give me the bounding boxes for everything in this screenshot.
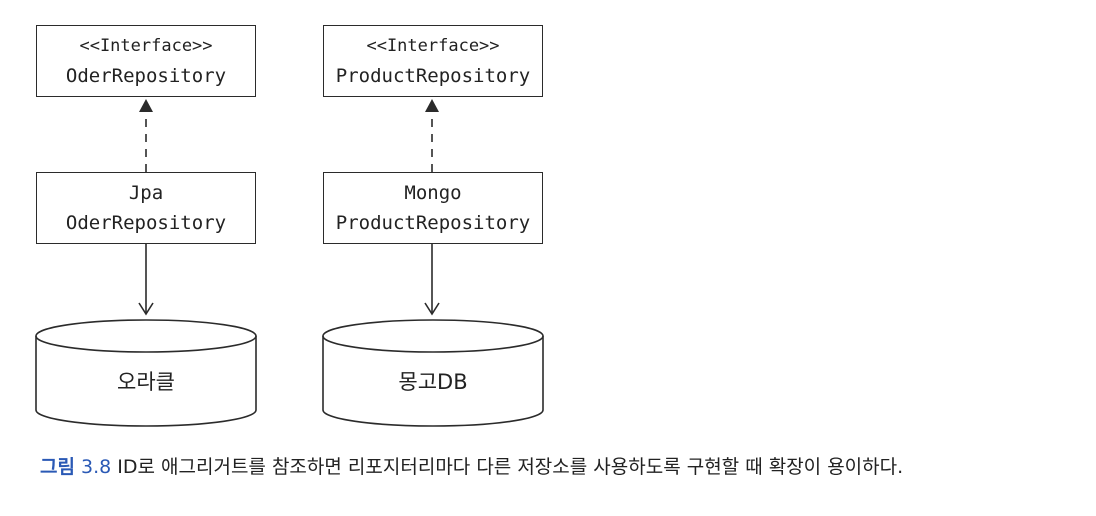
left-impl-line1: Jpa	[128, 182, 164, 204]
left-database-cylinder	[35, 319, 257, 427]
right-interface-name: ProductRepository	[335, 65, 531, 87]
left-interface-name: OderRepository	[65, 65, 227, 87]
right-realization-arrow	[425, 99, 439, 172]
figure-caption: 그림 3.8 ID로 애그리거트를 참조하면 리포지터리마다 다른 저장소를 사…	[40, 452, 903, 479]
left-dependency-arrow	[138, 244, 154, 316]
caption-number: 3.8	[81, 456, 112, 478]
left-realization-arrow	[139, 99, 153, 172]
caption-label: 그림	[40, 456, 75, 478]
left-interface-stereotype: <<Interface>>	[79, 36, 213, 56]
right-dependency-arrow	[424, 244, 440, 316]
jpa-oder-repository-box: Jpa OderRepository	[36, 172, 256, 244]
right-database-label: 몽고DB	[398, 370, 468, 394]
right-impl-line1: Mongo	[404, 182, 462, 204]
mongo-product-repository-box: Mongo ProductRepository	[323, 172, 543, 244]
right-interface-stereotype: <<Interface>>	[366, 36, 500, 56]
left-database-label: 오라클	[117, 370, 175, 394]
right-impl-line2: ProductRepository	[335, 212, 531, 234]
left-impl-line2: OderRepository	[65, 212, 227, 234]
product-repository-interface-box: <<Interface>> ProductRepository	[323, 25, 543, 97]
oder-repository-interface-box: <<Interface>> OderRepository	[36, 25, 256, 97]
caption-text: ID로 애그리거트를 참조하면 리포지터리마다 다른 저장소를 사용하도록 구현…	[117, 456, 904, 478]
right-database-cylinder	[322, 319, 544, 427]
